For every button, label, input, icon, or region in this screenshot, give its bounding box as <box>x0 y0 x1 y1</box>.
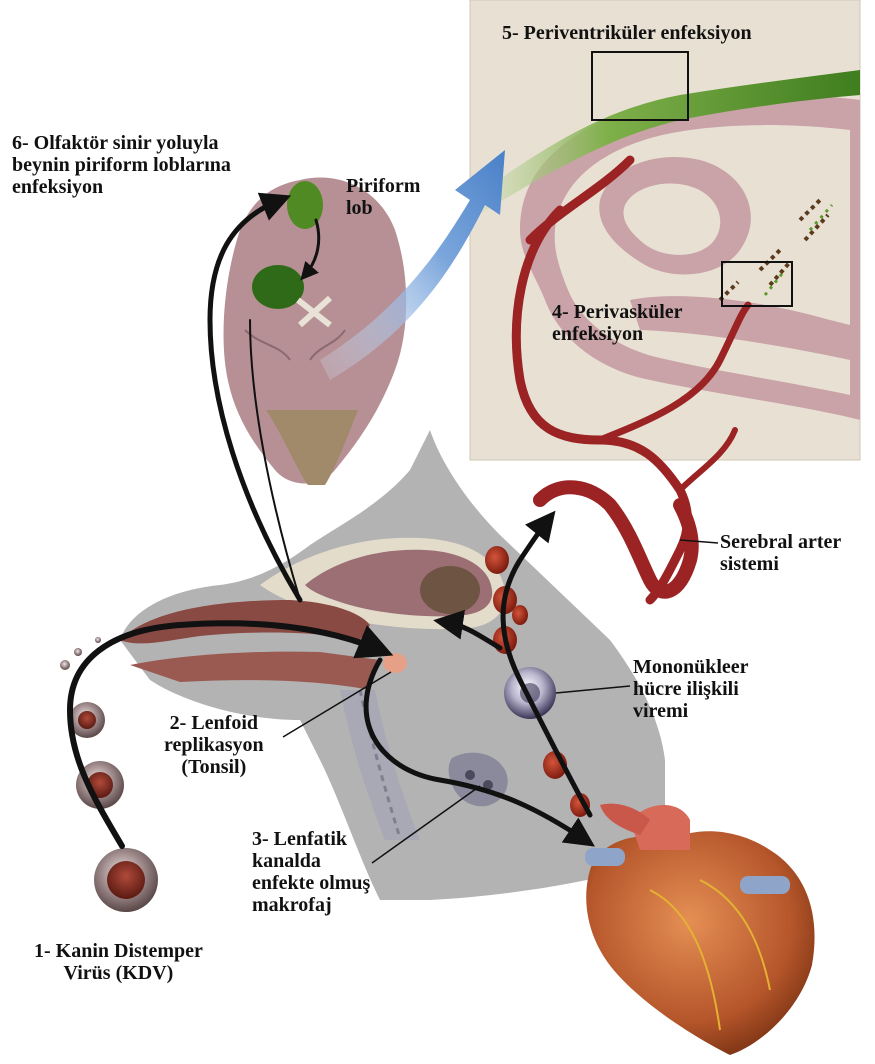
label-macrophage: 3- Lenfatik kanalda enfekte olmuş makrof… <box>252 828 370 916</box>
dog-head-silhouette <box>120 430 665 900</box>
label-perivascular: 4- Perivasküler enfeksiyon <box>552 301 683 345</box>
label-lymphoid-replication: 2- Lenfoid replikasyon (Tonsil) <box>164 712 264 778</box>
heart <box>585 804 815 1055</box>
label-piriform-lobe: Piriform lob <box>346 175 420 219</box>
brain-section-panel <box>470 0 860 600</box>
label-olfactory-infection: 6- Olfaktör sinir yoluyla beynin pirifor… <box>12 132 231 198</box>
label-periventricular: 5- Periventriküler enfeksiyon <box>502 22 752 44</box>
tonsil <box>383 653 407 673</box>
label-viremia: Mononükleer hücre ilişkili viremi <box>633 656 749 722</box>
label-cerebral-artery: Serebral arter sistemi <box>720 531 841 575</box>
label-virus: 1- Kanin Distemper Virüs (KDV) <box>34 940 203 984</box>
